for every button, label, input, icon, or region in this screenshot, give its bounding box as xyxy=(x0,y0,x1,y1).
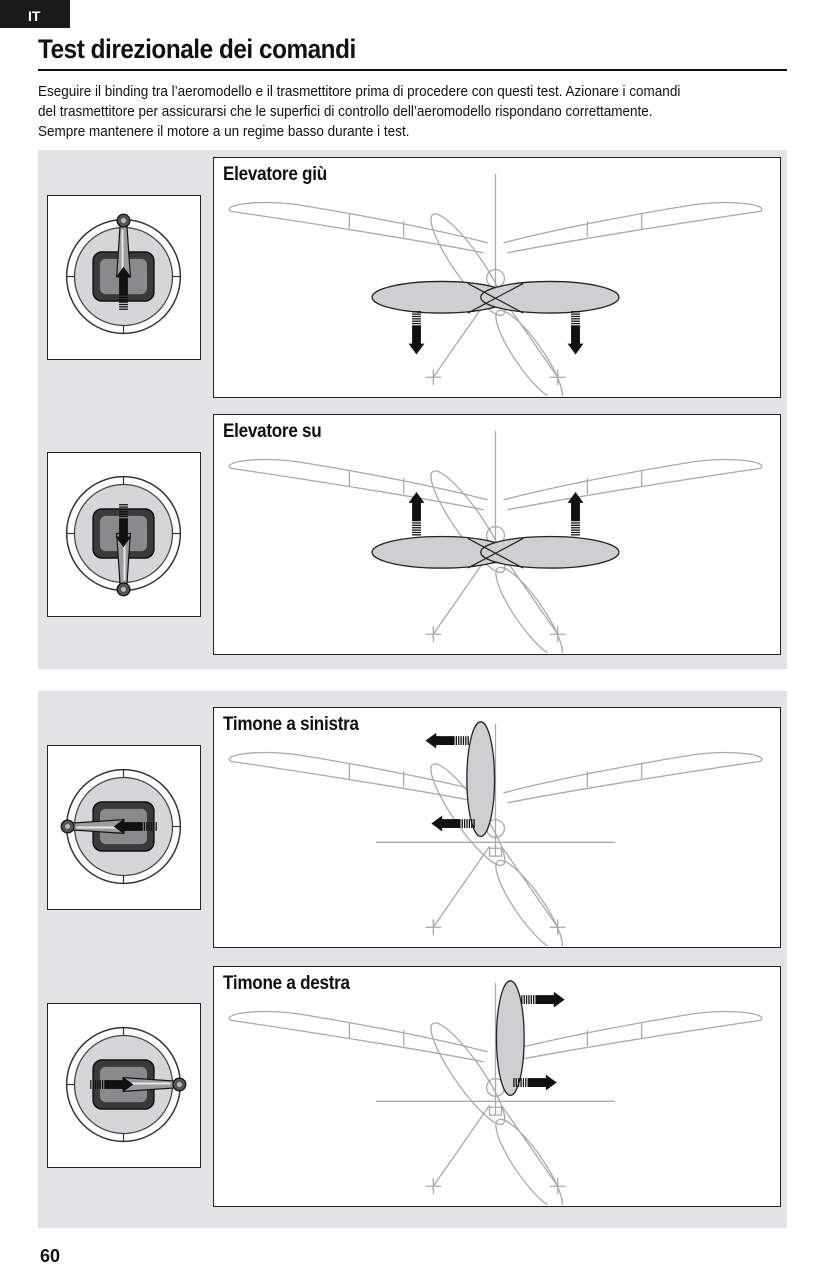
page-title: Test direzionale dei comandi xyxy=(38,34,356,64)
stick-diagram xyxy=(65,213,182,335)
aircraft-diagram-panel: Timone a destra xyxy=(213,966,781,1207)
propeller-blade xyxy=(430,1022,506,1126)
left-wing xyxy=(228,201,488,254)
panel-title: Elevatore su xyxy=(223,421,322,442)
left-wing xyxy=(228,1010,488,1063)
landing-gear-leg xyxy=(432,1104,491,1187)
left-wing xyxy=(228,458,488,511)
rudder-surface xyxy=(495,980,525,1097)
elevator-surface-right xyxy=(480,535,620,569)
aircraft-diagram-panel: Elevatore su xyxy=(213,414,781,655)
transmitter-stick-diagram xyxy=(47,745,201,910)
aircraft-outline xyxy=(228,173,763,396)
surface-movement-arrow xyxy=(567,311,584,355)
transmitter-stick-diagram xyxy=(47,195,201,360)
panel-title: Elevatore giù xyxy=(223,164,327,185)
surface-movement-arrow xyxy=(567,492,584,536)
control-stick xyxy=(116,532,131,597)
surface-movement-arrow xyxy=(513,1074,557,1091)
left-wing xyxy=(228,751,488,804)
aircraft-diagram xyxy=(228,173,763,396)
surface-movement-arrow xyxy=(408,492,425,536)
landing-gear-leg xyxy=(500,552,559,635)
aircraft-outline xyxy=(228,982,763,1205)
stick-diagram xyxy=(65,475,182,597)
landing-gear-leg xyxy=(432,845,491,928)
stick-direction-arrow xyxy=(115,504,132,548)
panel-title: Timone a destra xyxy=(223,973,350,994)
page-number: 60 xyxy=(40,1246,61,1266)
stick-diagram xyxy=(65,1026,187,1143)
propeller-blade xyxy=(430,213,506,317)
stick-direction-arrow xyxy=(113,818,157,835)
intro-line: Eseguire il binding tra l’aeromodello e … xyxy=(38,83,681,100)
surface-movement-arrow xyxy=(408,311,425,355)
aircraft-diagram-panel: Timone a sinistra xyxy=(213,707,781,948)
aircraft-diagram xyxy=(228,721,763,946)
surface-movement-arrow xyxy=(425,732,469,749)
control-stick xyxy=(122,1077,187,1093)
control-rod xyxy=(467,537,524,569)
propeller-blade xyxy=(495,566,563,653)
language-tab: IT xyxy=(0,0,70,28)
title-rule xyxy=(38,69,787,71)
intro-line: Sempre mantenere il motore a un regime b… xyxy=(38,123,410,140)
aircraft-diagram xyxy=(228,430,763,653)
transmitter-stick-diagram xyxy=(47,1003,201,1168)
rudder-surface xyxy=(466,721,496,838)
control-rod xyxy=(467,282,524,314)
right-wing xyxy=(503,1010,763,1063)
elevator-surface-right xyxy=(480,280,620,314)
propeller-blade xyxy=(495,309,563,396)
panel-title: Timone a sinistra xyxy=(223,714,359,735)
propeller-blade xyxy=(495,859,563,946)
landing-gear-leg xyxy=(500,845,559,928)
transmitter-stick-diagram xyxy=(47,452,201,617)
control-stick xyxy=(116,213,131,278)
stick-direction-arrow xyxy=(90,1076,134,1093)
surface-movement-arrow xyxy=(431,815,475,832)
propeller-blade xyxy=(430,470,506,574)
surface-movement-arrow xyxy=(521,991,565,1008)
intro-paragraph: Eseguire il binding tra l’aeromodello e … xyxy=(38,82,787,142)
right-wing xyxy=(503,751,763,804)
right-wing xyxy=(503,458,763,511)
landing-gear-leg xyxy=(500,1104,559,1187)
right-wing xyxy=(503,201,763,254)
propeller-blade xyxy=(495,1118,563,1205)
aircraft-outline xyxy=(228,723,763,946)
aircraft-diagram xyxy=(228,980,763,1205)
stick-diagram xyxy=(60,768,182,885)
stick-direction-arrow xyxy=(115,266,132,310)
intro-line: del trasmettitore per assicurarsi che le… xyxy=(38,103,653,120)
aircraft-diagram-panel: Elevatore giù xyxy=(213,157,781,398)
landing-gear-leg xyxy=(432,552,491,635)
